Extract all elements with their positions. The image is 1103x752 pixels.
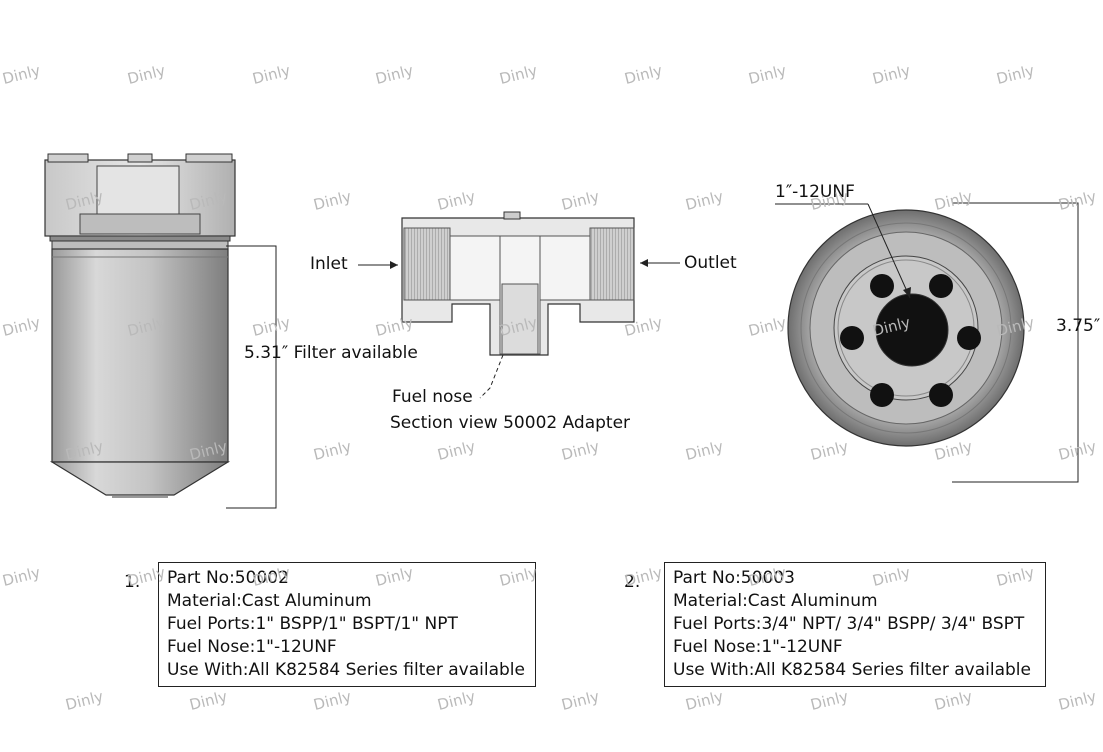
part-number: Part No:50003 xyxy=(673,568,795,588)
section-view-caption: Section view 50002 Adapter xyxy=(390,413,631,433)
material: Material:Cast Aluminum xyxy=(167,591,372,611)
filter-dimension-label: 5.31″ Filter available xyxy=(244,343,418,363)
fuel-nose-label: Fuel nose xyxy=(392,387,473,407)
thread-label: 1″-12UNF xyxy=(775,182,855,202)
material: Material:Cast Aluminum xyxy=(673,591,878,611)
use-with: Use With:All K82584 Series filter availa… xyxy=(673,660,1031,680)
fuel-ports: Fuel Ports:3/4" NPT/ 3/4" BSPP/ 3/4" BSP… xyxy=(673,614,1025,634)
fuel-nose: Fuel Nose:1"-12UNF xyxy=(673,637,843,657)
filter-side-view xyxy=(44,153,277,509)
fuel-nose: Fuel Nose:1"-12UNF xyxy=(167,637,337,657)
filter-top-view xyxy=(775,202,1079,483)
use-with: Use With:All K82584 Series filter availa… xyxy=(167,660,525,680)
inlet-label: Inlet xyxy=(310,254,348,274)
spec-number: 2. xyxy=(624,572,641,592)
adapter-section-view xyxy=(358,211,680,399)
part-number: Part No:50002 xyxy=(167,568,289,588)
spec-box-50002: Part No:50002 Material:Cast Aluminum Fue… xyxy=(158,562,536,687)
spec-number: 1. xyxy=(124,572,141,592)
spec-box-50003: Part No:50003 Material:Cast Aluminum Fue… xyxy=(664,562,1046,687)
outlet-label: Outlet xyxy=(684,253,737,273)
fuel-ports: Fuel Ports:1" BSPP/1" BSPT/1" NPT xyxy=(167,614,458,634)
top-view-dimension-label: 3.75″ xyxy=(1056,316,1101,336)
